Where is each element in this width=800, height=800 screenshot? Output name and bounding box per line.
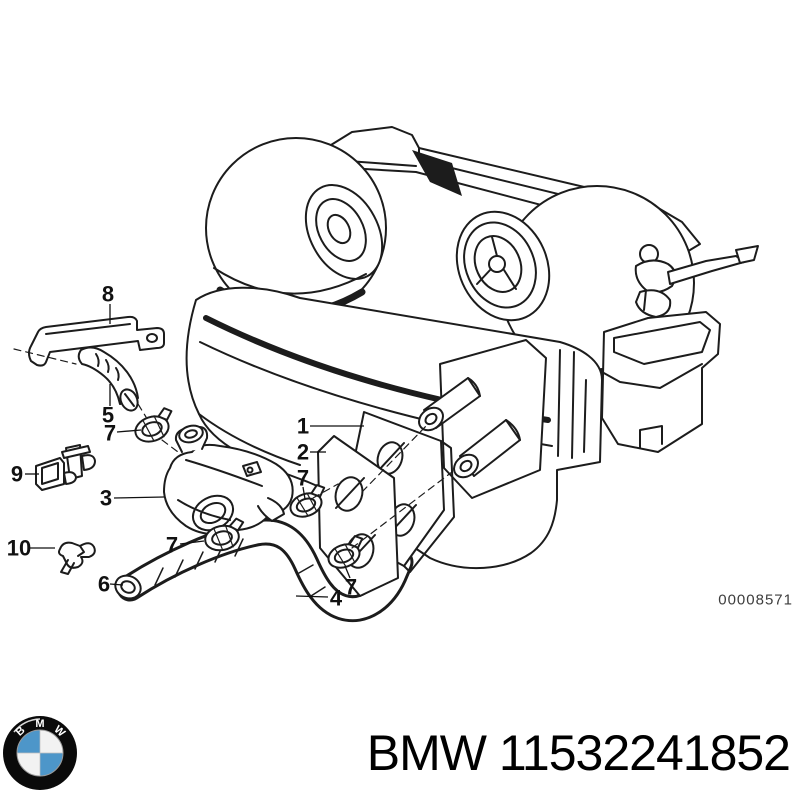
callout-2: 2 <box>297 440 309 465</box>
callout-7d: 7 <box>345 575 357 600</box>
hose-clamp-7c <box>289 484 326 518</box>
callout-6: 6 <box>98 572 110 597</box>
callout-7c: 7 <box>297 466 309 491</box>
brand-part-number-label: BMW 11532241852 <box>366 724 791 781</box>
elbow-hose-part5 <box>77 346 139 412</box>
hose-clamp-7b <box>204 517 245 552</box>
shadow-crease <box>412 150 462 196</box>
hose-clamp-7a <box>134 407 173 443</box>
callout-7b: 7 <box>166 533 178 558</box>
diagram-stamp-number: 00008571 <box>718 592 793 609</box>
fan-wheel-icon <box>455 210 551 322</box>
clip-part9 <box>35 444 96 491</box>
water-hose-part4 <box>114 518 414 623</box>
exploded-parts-diagram: 1 2 3 4 5 6 7 7 7 7 8 9 10 00008571 <box>6 126 792 623</box>
strap-bracket-part8 <box>28 315 165 367</box>
clip-part10 <box>58 541 96 575</box>
lever-bracket <box>634 244 759 318</box>
heater-pipes <box>418 377 521 479</box>
bmw-roundel-icon: B M W <box>3 715 77 790</box>
callout-10: 10 <box>7 536 31 561</box>
assembly-guide-lines <box>13 348 453 549</box>
footer: B M W BMW 11532241852 <box>0 709 800 800</box>
hose-clamp-7d <box>327 535 364 569</box>
callout-3: 3 <box>100 486 112 511</box>
bmw-logo-letter-m: M <box>35 718 44 730</box>
diagram-canvas: 1 2 3 4 5 6 7 7 7 7 8 9 10 00008571 <box>7 126 793 623</box>
callout-1: 1 <box>297 414 309 439</box>
air-duct-tray <box>601 311 721 453</box>
blower-drum-left <box>205 137 387 319</box>
water-valve-part3 <box>163 424 294 536</box>
callout-4: 4 <box>330 586 343 611</box>
callout-8: 8 <box>102 282 114 307</box>
callout-7a: 7 <box>104 421 116 446</box>
callout-leader-lines <box>25 304 364 598</box>
callout-5: 5 <box>102 403 114 428</box>
callout-9: 9 <box>11 462 23 487</box>
